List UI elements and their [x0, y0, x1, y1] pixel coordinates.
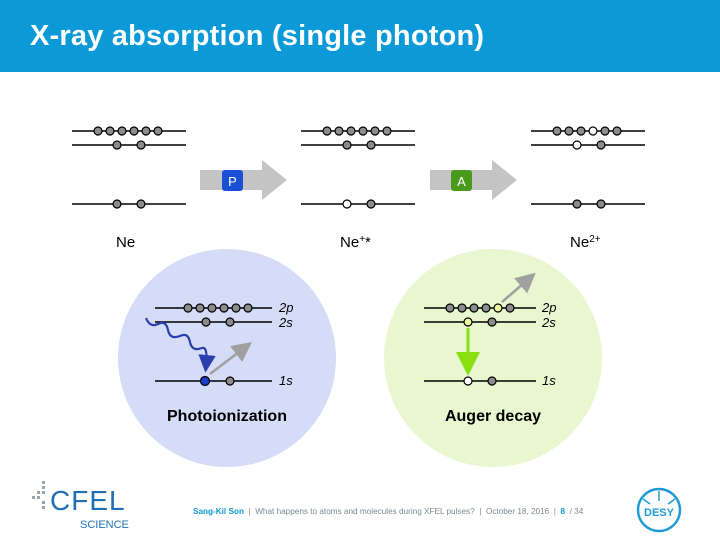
- auger-caption: Auger decay: [445, 408, 541, 425]
- cfel-wordmark: CFEL: [50, 485, 126, 516]
- photoionization-panel: 2p 2s 1s Photoionization: [118, 249, 336, 467]
- desy-logo: DESY: [636, 487, 682, 533]
- p-badge: P: [228, 174, 237, 189]
- photoionization-arrow: P: [200, 160, 287, 200]
- level-label-2s: 2s: [541, 315, 556, 330]
- auger-arrow: A: [430, 160, 517, 200]
- state-label-ne: Ne: [116, 234, 135, 251]
- level-label-1s: 1s: [542, 373, 556, 388]
- svg-text:Ne2+: Ne2+: [570, 234, 601, 251]
- footer-total: / 34: [569, 507, 584, 516]
- level-label-2p: 2p: [541, 300, 556, 315]
- footer-talk: What happens to atoms and molecules duri…: [255, 507, 475, 516]
- title-bar: X-ray absorption (single photon): [0, 0, 720, 72]
- footer-author: Sang-Kil Son: [193, 507, 244, 516]
- cfel-logo: CFEL SCIENCE: [32, 481, 129, 531]
- state-label-ne-plus: Ne+*: [340, 234, 371, 251]
- svg-text:Ne+*: Ne+*: [340, 234, 371, 251]
- cfel-science-text: SCIENCE: [80, 519, 129, 531]
- level-label-2p: 2p: [278, 300, 293, 315]
- level-label-1s: 1s: [279, 373, 293, 388]
- photoionization-caption: Photoionization: [167, 408, 287, 425]
- slide-title: X-ray absorption (single photon): [30, 20, 485, 52]
- footer-date: October 18, 2016: [485, 507, 550, 516]
- footer-page: 8: [560, 507, 566, 516]
- ne-levels: [72, 126, 186, 209]
- photon-wave-icon: [144, 317, 216, 373]
- level-label-2s: 2s: [278, 315, 293, 330]
- a-badge: A: [457, 174, 466, 189]
- auger-electron-arrow: [501, 272, 536, 303]
- desy-wordmark: DESY: [644, 507, 675, 519]
- ne-2plus-levels: [531, 126, 645, 209]
- auger-panel: 2p 2s 1s Auger decay: [384, 249, 602, 467]
- ne-plus-levels: [301, 126, 415, 209]
- state-label-ne-2plus: Ne2+: [570, 234, 601, 251]
- ejected-electron-arrow: [209, 341, 252, 375]
- footer: Sang-Kil Son | What happens to atoms and…: [193, 507, 584, 516]
